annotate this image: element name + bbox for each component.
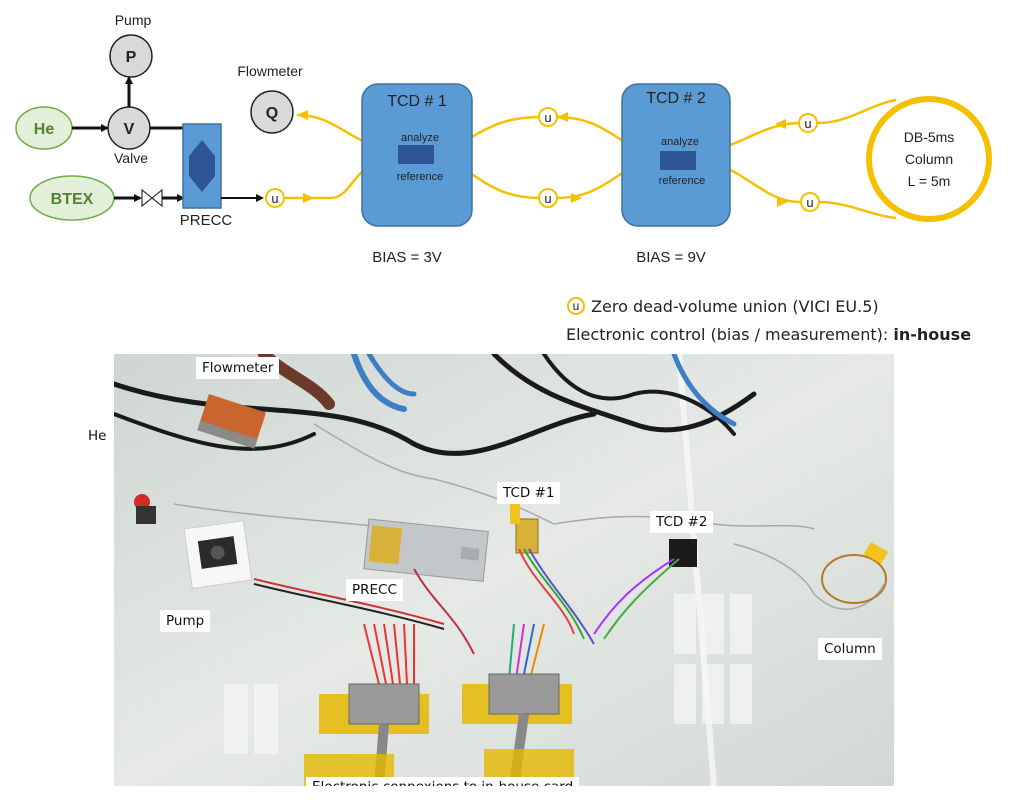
flowmeter-node: Q Flowmeter xyxy=(237,63,303,134)
union-5-letter: u xyxy=(806,195,813,210)
tcd2-reference: reference xyxy=(659,175,705,187)
he-source: He xyxy=(15,106,73,150)
btex-source: BTEX xyxy=(29,175,115,221)
he-label: He xyxy=(34,121,55,138)
needle-valve-icon xyxy=(141,188,163,208)
photo-label-tcd1: TCD #1 xyxy=(497,482,561,504)
legend-control-bold: in-house xyxy=(893,325,972,344)
tcd1-title: TCD # 1 xyxy=(387,93,447,110)
flowmeter-label: Flowmeter xyxy=(237,63,303,79)
pump-letter: P xyxy=(126,49,137,66)
union-4-letter: u xyxy=(804,116,811,131)
photo-label-precc: PRECC xyxy=(346,579,403,601)
svg-text:u: u xyxy=(573,299,580,313)
column-line1: DB-5ms xyxy=(904,129,955,145)
tcd1-bias: BIAS = 3V xyxy=(372,249,442,266)
union-5: u xyxy=(800,192,820,212)
photo-label-he: He xyxy=(88,428,107,444)
union-1-letter: u xyxy=(271,191,278,206)
photo-label-column: Column xyxy=(818,638,882,660)
union-2: u xyxy=(538,107,558,127)
pump-label: Pump xyxy=(115,12,152,28)
union-1: u xyxy=(265,188,285,208)
valve-label: Valve xyxy=(114,150,148,166)
setup-photo-drawing xyxy=(114,354,894,786)
valve-letter: V xyxy=(124,121,135,138)
precc-block: PRECC xyxy=(180,123,233,229)
tcd2-bias: BIAS = 9V xyxy=(636,249,706,266)
union-4: u xyxy=(798,113,818,133)
legend-union: u Zero dead-volume union (VICI EU.5) xyxy=(566,296,879,316)
union-2-letter: u xyxy=(544,110,551,125)
btex-label: BTEX xyxy=(51,191,94,208)
tcd2-block: TCD # 2 analyze reference BIAS = 9V xyxy=(621,83,731,266)
column-line3: L = 5m xyxy=(908,173,951,189)
flow-arrows xyxy=(297,110,788,207)
legend-control: Electronic control (bias / measurement):… xyxy=(566,325,971,344)
flowmeter-letter: Q xyxy=(266,105,278,122)
tcd2-title: TCD # 2 xyxy=(646,90,706,107)
photo-label-flowmeter: Flowmeter xyxy=(196,357,280,379)
photo-label-connexions: Electronic connexions to in-house card xyxy=(306,777,580,786)
union-3: u xyxy=(538,188,558,208)
column-line2: Column xyxy=(905,151,953,167)
valve-node: V Valve xyxy=(107,106,151,166)
photo-label-tcd2: TCD #2 xyxy=(650,511,714,533)
tcd1-analyze: analyze xyxy=(401,132,439,144)
precc-label: PRECC xyxy=(180,212,233,229)
union-icon: u xyxy=(567,297,585,315)
tcd1-block: TCD # 1 analyze reference BIAS = 3V xyxy=(361,83,473,266)
tcd2-analyze: analyze xyxy=(661,136,699,148)
photo-label-pump: Pump xyxy=(160,610,211,632)
tcd1-reference: reference xyxy=(397,171,443,183)
legend-union-text: Zero dead-volume union (VICI EU.5) xyxy=(591,297,879,316)
union-3-letter: u xyxy=(544,191,551,206)
column-coil: DB-5ms Column L = 5m xyxy=(866,96,992,222)
gc-schematic: P Pump V Valve He BTEX PRECC Q Flowmeter xyxy=(15,12,992,266)
legend-control-text: Electronic control (bias / measurement): xyxy=(566,325,894,344)
pump-node: P Pump xyxy=(109,12,153,78)
setup-photo: Flowmeter TCD #1 TCD #2 PRECC Pump Colum… xyxy=(114,354,894,786)
